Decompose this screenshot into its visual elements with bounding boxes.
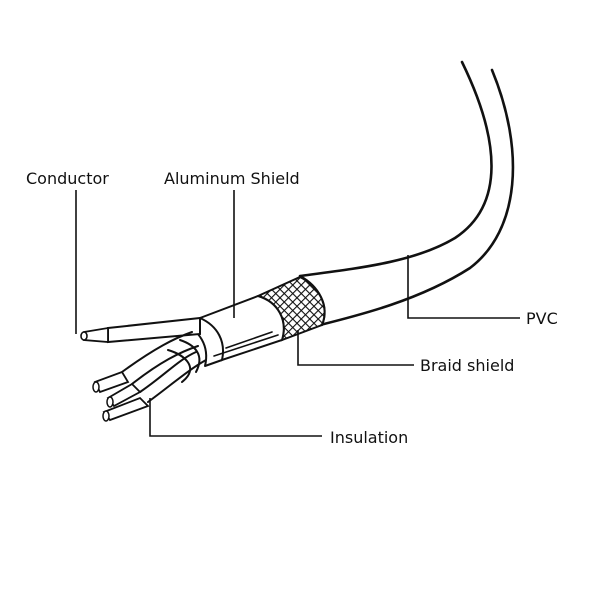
braid-shield-label: Braid shield [420,356,514,375]
conductor-wire [80,316,201,344]
braid-shield-leader [297,330,414,366]
insulation-leader [149,398,322,437]
pvc-jacket [298,60,515,327]
conductor-label: Conductor [26,169,109,188]
insulation-label: Insulation [330,428,408,447]
pvc-label: PVC [526,309,558,328]
aluminum-shield [184,294,285,367]
pvc-leader [407,255,520,319]
aluminum-shield-label: Aluminum Shield [164,169,300,188]
insulated-wires [92,331,207,422]
